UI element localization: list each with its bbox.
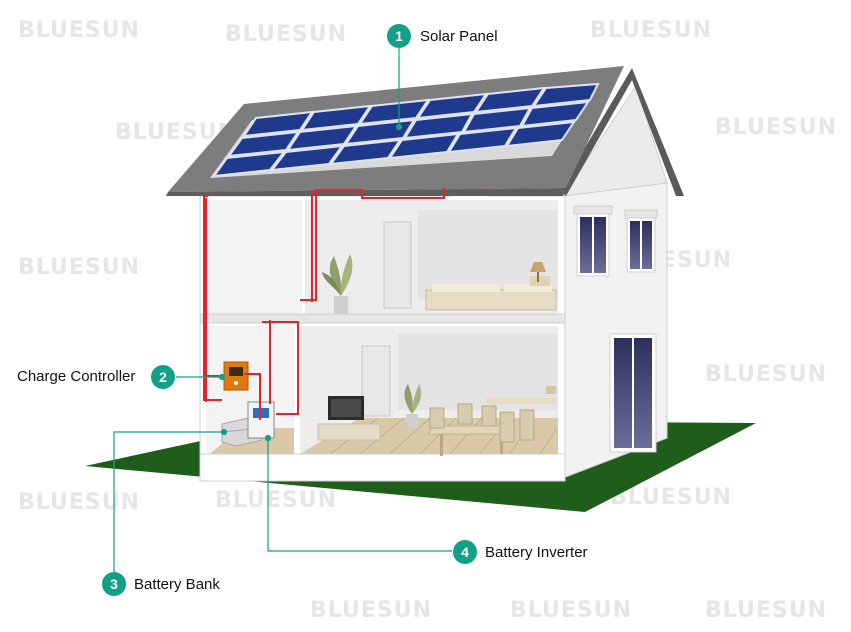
window-upper-right [624, 209, 658, 273]
callout-badge-1: 1 [387, 24, 411, 48]
floor-slab [199, 313, 566, 324]
callout-label-battery-bank: Battery Bank [134, 576, 220, 593]
gable-trim [560, 68, 684, 196]
watermark: BLUESUN [705, 598, 828, 623]
watermark: BLUESUN [715, 115, 838, 140]
bed [425, 276, 557, 311]
upper-back-wall [418, 210, 558, 300]
lower-door [361, 345, 391, 417]
tv-set [317, 396, 381, 441]
watermark: BLUESUN [225, 22, 348, 47]
lower-back-wall [398, 334, 558, 410]
potted-plant-upper [322, 254, 353, 314]
watermark: BLUESUN [215, 488, 338, 513]
sliding-door [609, 333, 657, 453]
callout-label-solar-panel: Solar Panel [420, 28, 498, 45]
potted-plant-lower [404, 384, 422, 428]
wall-picture [546, 386, 556, 394]
watermark: BLUESUN [705, 362, 828, 387]
watermark: BLUESUN [18, 490, 141, 515]
dining-set [427, 398, 556, 456]
wiring [203, 188, 445, 420]
watermark: BLUESUN [610, 485, 733, 510]
watermark: BLUESUN [18, 18, 141, 43]
solar-array[interactable] [210, 82, 600, 178]
table-lamp [530, 262, 546, 282]
solar-panel-cells-right [505, 82, 600, 148]
solar-panel-cells [211, 86, 547, 178]
callout-label-battery-inverter: Battery Inverter [485, 544, 588, 561]
watermark: BLUESUN [310, 598, 433, 623]
upper-door [383, 221, 412, 309]
callout-badge-4: 4 [453, 540, 477, 564]
watermark: BLUESUN [510, 598, 633, 623]
callout-leaders [113, 48, 452, 572]
callout-badge-2: 2 [151, 365, 175, 389]
watermark: BLUESUN [18, 255, 141, 280]
foundation [199, 453, 566, 482]
charge-controller-unit[interactable] [223, 361, 249, 391]
watermark: BLUESUN [590, 18, 713, 43]
roof-edge [166, 188, 566, 196]
window-upper-left [573, 205, 613, 277]
gable-wall [561, 84, 668, 197]
callout-label-charge-controller: Charge Controller [17, 368, 136, 385]
upper-room-left [206, 200, 302, 314]
callout-badge-3: 3 [102, 572, 126, 596]
